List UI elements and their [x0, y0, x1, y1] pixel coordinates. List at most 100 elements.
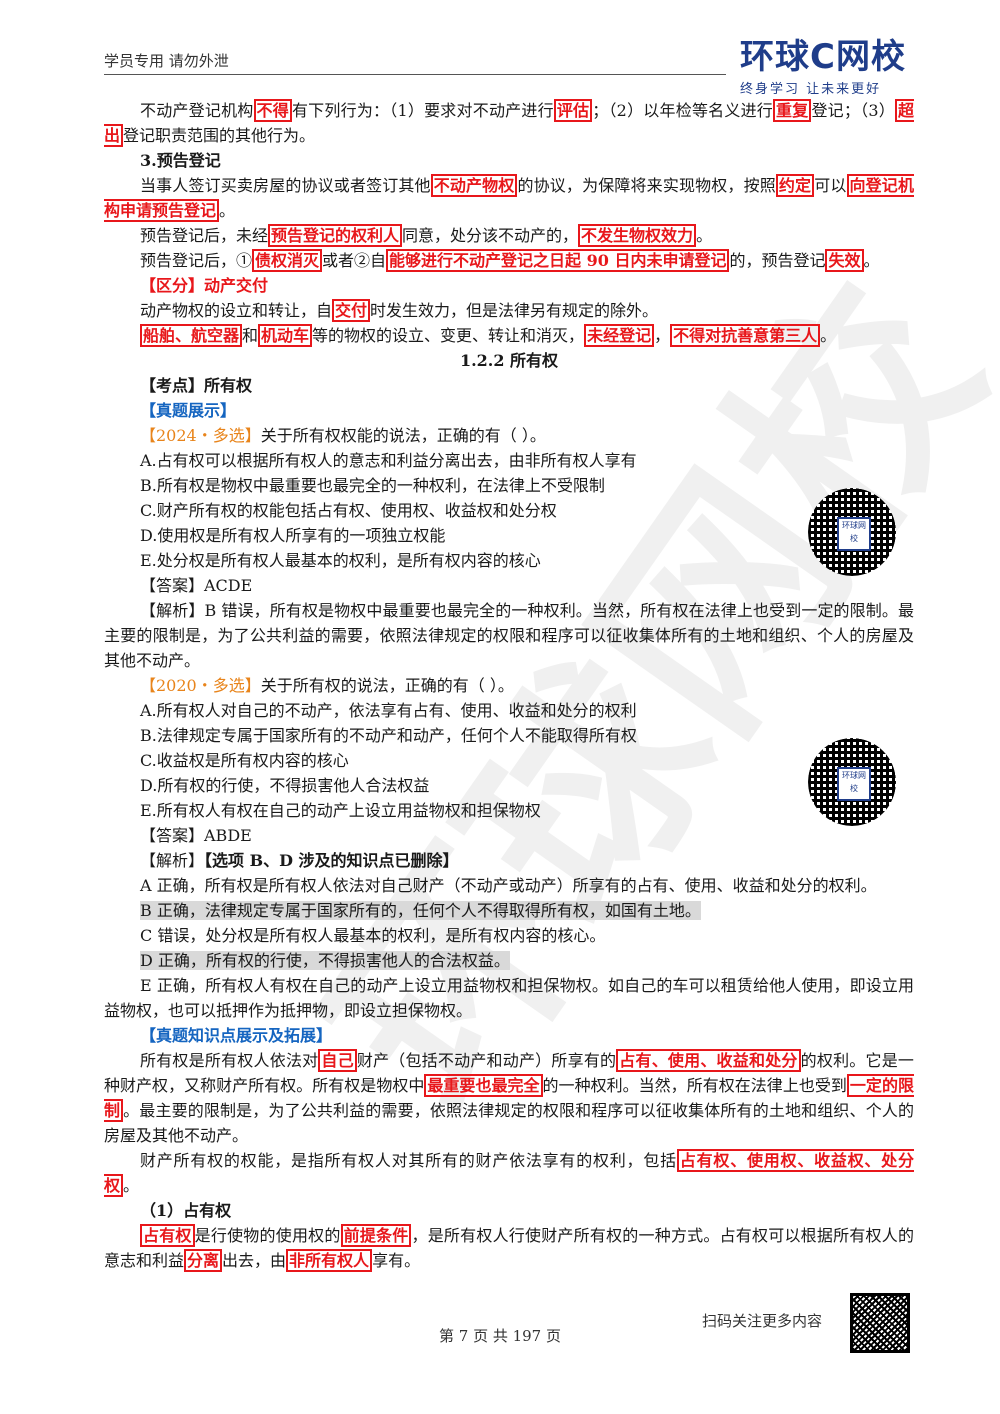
heading-possession: （1）占有权	[140, 1201, 232, 1220]
text-segment: 的一种权利。当然，所有权在法律上也受到	[542, 1076, 847, 1095]
option: E.所有权人有权在自己的动产上设立用益物权和担保物权	[140, 801, 541, 820]
footer-scan-text: 扫码关注更多内容	[702, 1312, 823, 1330]
highlight-term: 不动产物权	[430, 174, 518, 197]
text-segment: 是行使物的使用权的	[194, 1226, 341, 1245]
text-segment: 。	[863, 251, 880, 270]
text-segment: 或者②自	[322, 251, 387, 270]
footer-qr-code[interactable]	[850, 1293, 910, 1353]
option: D.所有权的行使，不得损害他人合法权益	[140, 776, 430, 795]
text-segment: ，	[654, 326, 671, 345]
text-segment: 有下列行为：（1）要求对不动产进行	[291, 101, 554, 120]
highlight-term: 船舶、航空器	[140, 324, 243, 347]
text-segment: 出去，由	[222, 1251, 287, 1270]
extension-heading: 【真题知识点展示及拓展】	[140, 1026, 333, 1045]
text-segment: ，是所有权人行使财产所有权的一种方式。占有权可以根据所有权人的意志和利益	[104, 1226, 914, 1270]
text-segment: 。最主要的限制是，为了公共利益的需要，依照法律规定的权限和程序可以征收集体所有的…	[104, 1101, 914, 1145]
highlight-term: 不发生物权效力	[578, 224, 697, 247]
text-segment: 预告登记后，①	[140, 251, 253, 270]
highlight-term: 债权消灭	[252, 249, 323, 272]
question-1-stem: 【2024・多选】关于所有权权能的说法，正确的有（ ）。	[104, 423, 914, 448]
option: A.占有权可以根据所有权人的意志和利益分离出去，由非所有权人享有	[140, 451, 637, 470]
question-1-answer: 【答案】ACDE	[140, 576, 253, 595]
qr-code-1[interactable]: 环球网校	[808, 488, 896, 576]
text-segment: 。	[219, 201, 236, 220]
paragraph-advance-registration: 当事人签订买卖房屋的协议或者签订其他不动产物权的协议，为保障将来实现物权，按照约…	[104, 173, 914, 223]
text-segment: 的，预告登记	[729, 251, 826, 270]
option: C.财产所有权的权能包括占有权、使用权、收益权和处分权	[140, 501, 557, 520]
brand-logo: 环球C网校 终身学习 让未来更好	[740, 38, 920, 97]
highlight-term: 未经登记	[584, 324, 655, 347]
question-2-tag: 【2020・多选】	[140, 676, 261, 695]
question-1-options: A.占有权可以根据所有权人的意志和利益分离出去，由非所有权人享有 B.所有权是物…	[104, 448, 914, 573]
header-divider	[104, 74, 726, 75]
qr-center-logo: 环球网校	[837, 517, 871, 551]
text-segment: 。	[123, 1176, 140, 1195]
highlight-term: 最重要也最完全	[424, 1074, 543, 1097]
highlight-term: 超出	[104, 99, 914, 147]
analysis-label: 【解析】	[140, 851, 205, 870]
highlight-term: 非所有权人	[286, 1249, 373, 1272]
option: B.法律规定专属于国家所有的不动产和动产，任何个人不能取得所有权	[140, 726, 637, 745]
highlight-term: 评估	[553, 99, 593, 122]
text-segment: 。	[820, 326, 837, 345]
text-segment: 当事人签订买卖房屋的协议或者签订其他	[140, 176, 431, 195]
highlight-term: 分离	[184, 1249, 223, 1272]
highlight-term: 不得	[253, 99, 292, 122]
highlight-term: 机动车	[258, 324, 313, 347]
paragraph-registration-prohibitions: 不动产登记机构不得有下列行为：（1）要求对不动产进行评估；（2）以年检等名义进行…	[104, 98, 914, 148]
heading-advance-registration: 3.预告登记	[140, 151, 221, 170]
highlight-term: 一定的限制	[104, 1074, 914, 1122]
text-segment: 登记职责范围的其他行为。	[123, 126, 316, 145]
highlight-term: 交付	[332, 299, 371, 322]
highlight-term: 能够进行不动产登记之日起 90 日内未申请登记	[386, 249, 730, 272]
question-2-stem: 【2020・多选】关于所有权的说法，正确的有（ ）。	[104, 673, 914, 698]
qr-code-2[interactable]: 环球网校	[808, 738, 896, 826]
footer-page-number: 第 7 页 共 197 页	[438, 1327, 561, 1345]
text-segment: 预告登记后，未经	[140, 226, 269, 245]
text-segment: 财产（包括不动产和动产）所享有的	[356, 1051, 617, 1070]
paragraph-ownership-definition: 所有权是所有权人依法对自己财产（包括不动产和动产）所享有的占有、使用、收益和处分…	[104, 1048, 914, 1148]
text-segment: 登记；（3）	[811, 101, 895, 120]
logo-slogan: 终身学习 让未来更好	[740, 82, 882, 97]
header-left-text: 学员专用 请勿外泄	[104, 52, 229, 70]
question-1-analysis: 【解析】B 错误，所有权是物权中最重要也最完全的一种权利。当然，所有权在法律上也…	[104, 601, 914, 670]
text-segment: ；（2）以年检等名义进行	[592, 101, 774, 120]
text-segment: 财产所有权的权能，是指所有权人对其所有的财产依法享有的权利，包括	[140, 1151, 677, 1170]
text-segment: 等的物权的设立、变更、转让和消灭，	[312, 326, 585, 345]
highlight-term: 占有、使用、收益和处分	[616, 1049, 801, 1072]
analysis-e: E 正确，所有权人有权在自己的动产上设立用益物权和担保物权。如自己的车可以租赁给…	[104, 976, 914, 1020]
distinction-heading: 【区分】动产交付	[140, 276, 269, 295]
text-segment: 动产物权的设立和转让，自	[140, 301, 333, 320]
exam-point: 【考点】所有权	[140, 376, 253, 395]
deleted-text: B 正确，法律规定专属于国家所有的，任何个人不得取得所有权，如国有土地。	[140, 901, 701, 920]
highlight-term: 自己	[318, 1049, 357, 1072]
question-1-text: 关于所有权权能的说法，正确的有（ ）。	[260, 426, 546, 445]
paragraph-ownership-powers: 财产所有权的权能，是指所有权人对其所有的财产依法享有的权利，包括占有权、使用权、…	[104, 1148, 914, 1198]
option: B.所有权是物权中最重要也最完全的一种权利，在法律上不受限制	[140, 476, 605, 495]
highlight-term: 占有权、使用权、收益权、处分权	[104, 1149, 914, 1197]
text-segment: 可以	[814, 176, 847, 195]
option: E.处分权是所有权人最基本的权利，是所有权内容的核心	[140, 551, 541, 570]
highlight-term: 不得对抗善意第三人	[670, 324, 821, 347]
highlight-term: 前提条件	[340, 1224, 412, 1247]
paragraph-possession: 占有权是行使物的使用权的前提条件，是所有权人行使财产所有权的一种方式。占有权可以…	[104, 1223, 914, 1273]
text-segment: 的权利。它是一种财产权，又称财产所有权。所有权是物权中	[104, 1051, 914, 1095]
text-segment: 时发生效力，但是法律另有规定的除外。	[370, 301, 659, 320]
highlight-term: 向登记机构申请预告登记	[104, 174, 914, 222]
analysis-note: 【选项 B、D 涉及的知识点已删除】	[204, 851, 459, 870]
question-2-analysis-heading: 【解析】【选项 B、D 涉及的知识点已删除】	[104, 848, 914, 873]
analysis-a: A 正确，所有权是所有权人依法对自己财产（不动产或动产）所享有的占有、使用、收益…	[140, 876, 877, 895]
highlight-term: 约定	[775, 174, 815, 197]
paragraph-vessels-vehicles: 船舶、航空器和机动车等的物权的设立、变更、转让和消灭，未经登记，不得对抗善意第三…	[104, 323, 914, 348]
paragraph-movable-delivery: 动产物权的设立和转让，自交付时发生效力，但是法律另有规定的除外。	[104, 298, 914, 323]
highlight-term: 预告登记的权利人	[268, 224, 403, 247]
deleted-text: D 正确，所有权的行使，不得损害他人的合法权益。	[140, 951, 510, 970]
text-segment: 的协议，为保障将来实现物权，按照	[517, 176, 776, 195]
logo-main-text: 环球C网校	[740, 37, 906, 77]
text-segment: 同意，处分该不动产的，	[402, 226, 579, 245]
real-question-heading: 【真题展示】	[140, 401, 237, 420]
text-segment: 和	[242, 326, 259, 345]
analysis-b: B 正确，法律规定专属于国家所有的，任何个人不得取得所有权，如国有土地。	[104, 898, 914, 923]
analysis-c: C 错误，处分权是所有权人最基本的权利，是所有权内容的核心。	[140, 926, 606, 945]
